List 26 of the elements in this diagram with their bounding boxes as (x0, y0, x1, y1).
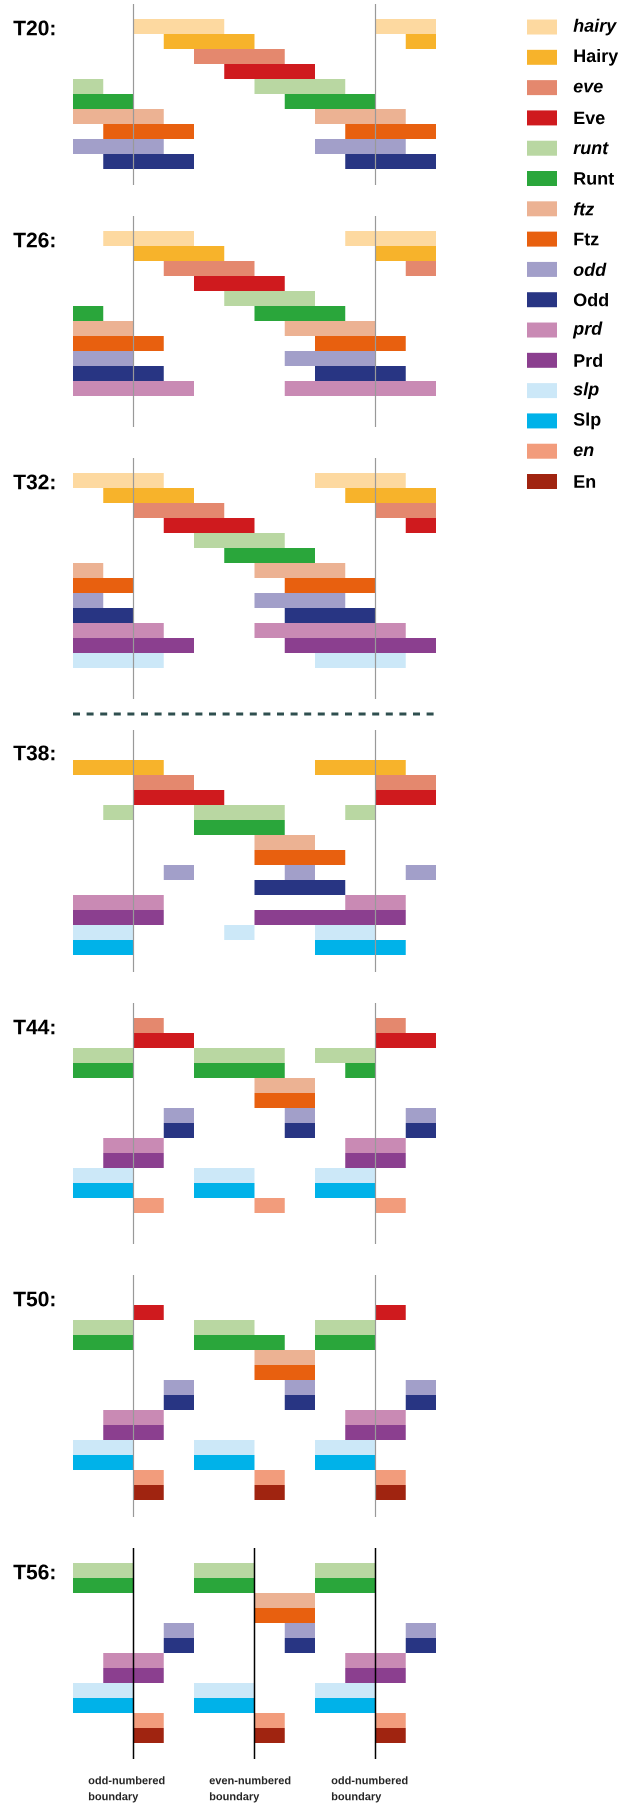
legend-label: Prd (574, 353, 602, 367)
time-label: T20: (13, 20, 55, 36)
legend-label: prd (572, 321, 603, 339)
time-label: T44: (13, 1019, 55, 1035)
time-label: T56: (13, 1564, 55, 1580)
time-label: T26: (13, 232, 55, 248)
legend-label: eve (573, 82, 603, 93)
legend-label: Odd (573, 293, 608, 307)
legend-label: hairy (573, 18, 617, 36)
time-label: T50: (13, 1291, 55, 1307)
time-label: T38: (13, 745, 55, 761)
legend-label: Hairy (574, 48, 619, 66)
legend-label: En (574, 475, 596, 488)
boundary-caption: even-numbered boundary (209, 1776, 291, 1803)
legend-label: en (573, 446, 594, 457)
legend-label: ftz (573, 202, 595, 216)
legend-label: Runt (574, 172, 614, 185)
legend-label: Ftz (574, 232, 599, 246)
boundary-caption: odd-numbered boundary (331, 1776, 408, 1803)
legend-label: Eve (574, 111, 605, 125)
legend-label: runt (573, 142, 609, 155)
time-label: T32: (13, 474, 55, 490)
boundary-caption: odd-numbered boundary (88, 1776, 165, 1803)
legend-label: odd (573, 262, 607, 277)
legend-label: slp (573, 382, 599, 399)
legend-label: Slp (573, 412, 601, 430)
